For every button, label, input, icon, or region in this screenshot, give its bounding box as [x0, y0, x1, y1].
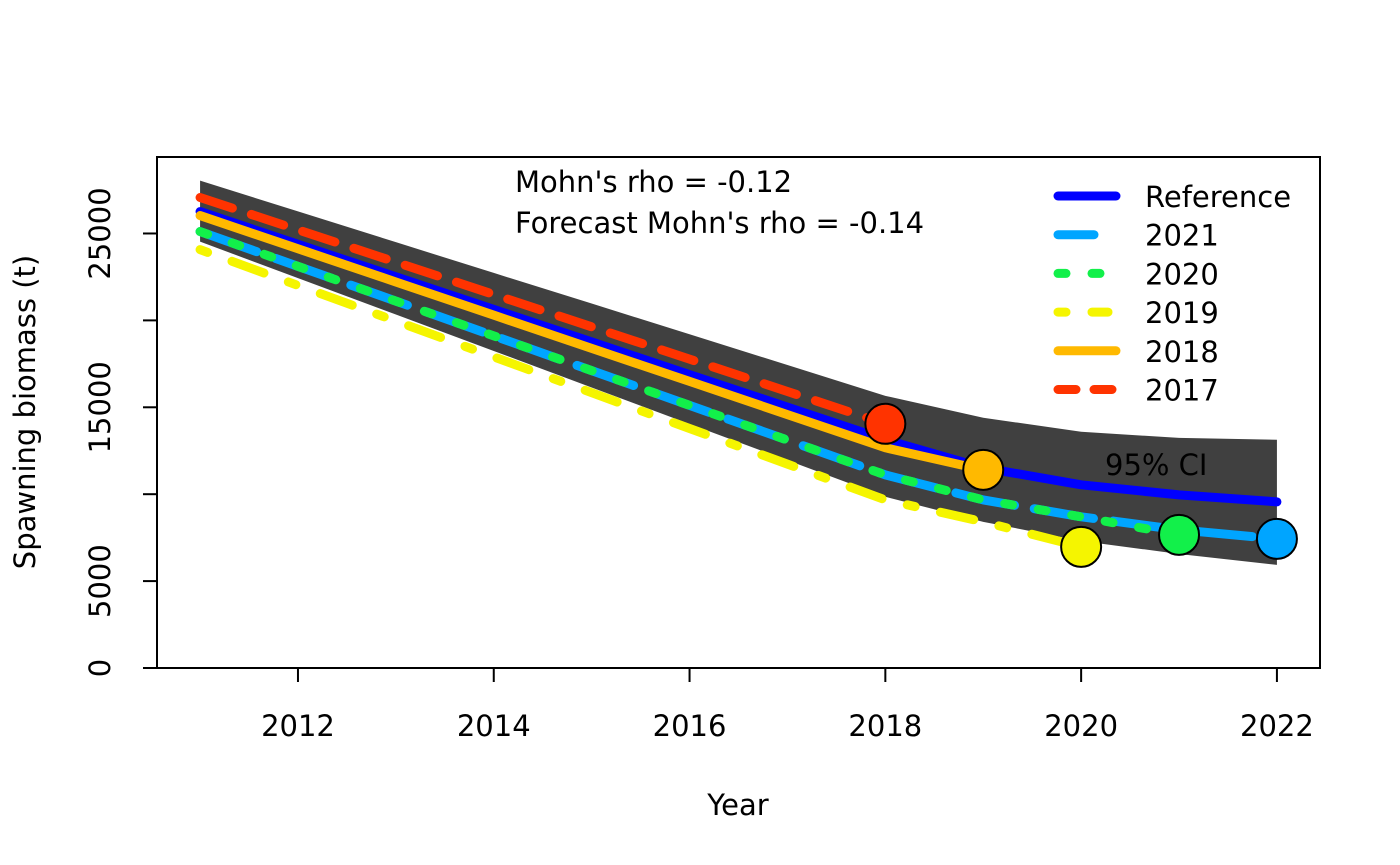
x-tick-label: 2016 — [653, 709, 727, 743]
endpoint-2019 — [1060, 525, 1103, 568]
legend-label: 2019 — [1145, 296, 1219, 330]
series-line-2018 — [195, 211, 988, 475]
legend-label: 2017 — [1145, 374, 1219, 408]
x-tick-label: 2022 — [1240, 709, 1314, 743]
annotation-mohns-rho: Mohn's rho = -0.12 — [515, 165, 792, 199]
series-line-2020 — [195, 227, 1184, 540]
x-tick-label: 2018 — [848, 709, 922, 743]
x-tick-label: 2014 — [457, 709, 531, 743]
series-line-2019 — [195, 245, 1086, 552]
legend-label: 2021 — [1145, 219, 1219, 253]
annotation-forecast-mohns-rho: Forecast Mohn's rho = -0.14 — [515, 206, 924, 240]
y-axis-label: Spawning biomass (t) — [8, 255, 42, 569]
endpoint-2020 — [1158, 513, 1201, 556]
x-tick-label: 2020 — [1044, 709, 1118, 743]
y-tick-label: 15000 — [83, 361, 117, 453]
legend-label: 2018 — [1145, 335, 1219, 369]
x-axis-label: Year — [706, 788, 768, 822]
endpoint-2018 — [962, 448, 1005, 491]
series-line-reference — [195, 207, 1282, 507]
legend: Reference 2021 2020 2019 2018 2017 — [1053, 180, 1291, 408]
series-line-2021 — [195, 227, 1282, 544]
y-tick-label: 25000 — [83, 187, 117, 279]
legend-label: Reference — [1145, 180, 1291, 214]
x-tick-label: 2012 — [261, 709, 335, 743]
series-line-2017 — [195, 192, 890, 429]
legend-label: 2020 — [1145, 257, 1219, 291]
annotation-ci: 95% CI — [1105, 448, 1207, 482]
endpoint-2021 — [1255, 517, 1298, 560]
y-tick-label: 5000 — [83, 544, 117, 618]
y-tick-label: 0 — [83, 659, 117, 677]
endpoint-2017 — [864, 402, 907, 445]
